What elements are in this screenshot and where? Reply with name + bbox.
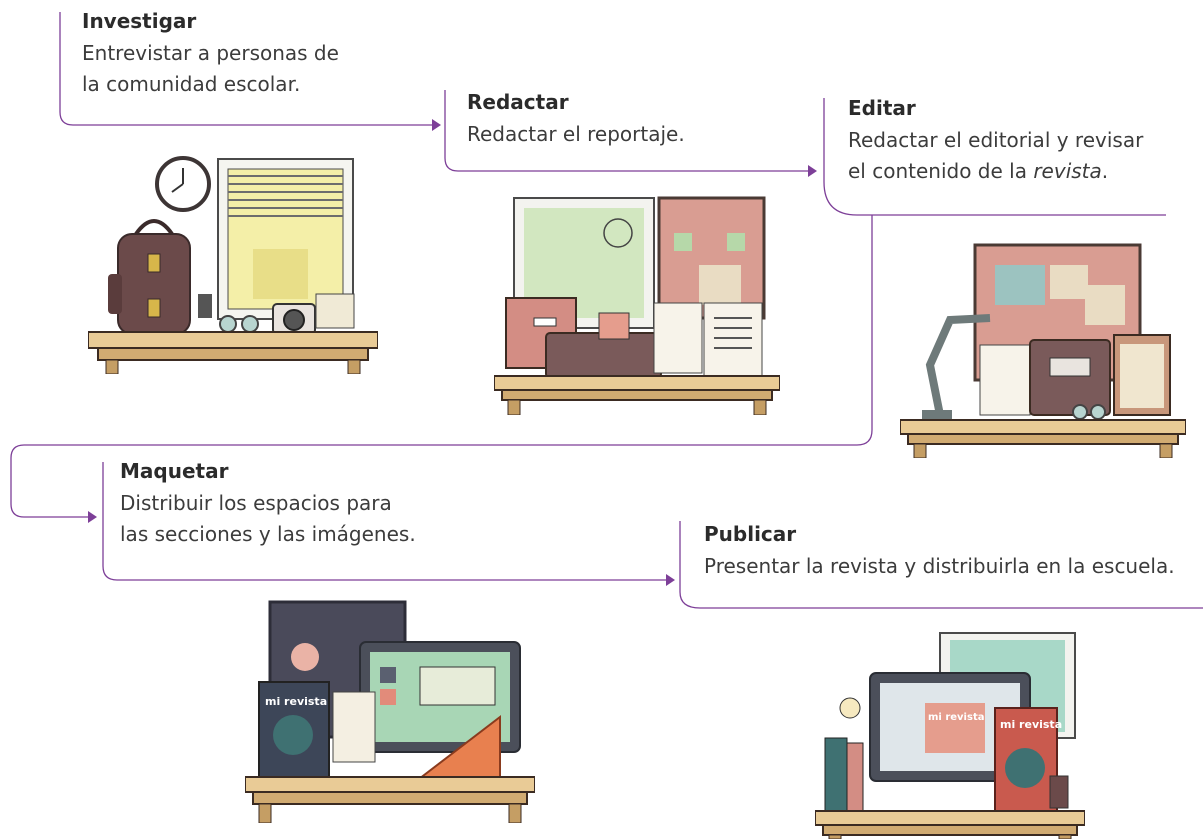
step-description: Distribuir los espacios para las seccion… <box>120 491 416 546</box>
step-title: Investigar <box>82 9 197 33</box>
step-description: Redactar el editorial y revisar el conte… <box>848 128 1144 183</box>
step-description: Entrevistar a personas de la comunidad e… <box>82 41 339 96</box>
illustration-editar <box>900 243 1186 458</box>
step-redactar: Redactar Redactar el reportaje. <box>467 89 685 150</box>
step-publicar: Publicar Presentar la revista y distribu… <box>704 521 1175 582</box>
step-description: Presentar la revista y distribuirla en l… <box>704 554 1175 578</box>
arrow-2 <box>808 165 817 177</box>
step-title: Editar <box>848 96 916 120</box>
illustration-publicar: mi revista mi revista <box>815 632 1085 839</box>
arrow-3 <box>88 511 97 523</box>
step-title: Redactar <box>467 90 569 114</box>
magazine-cover-title: mi revista <box>1000 718 1062 731</box>
step-investigar: Investigar Entrevistar a personas de la … <box>82 8 339 100</box>
connector-5 <box>679 521 1203 609</box>
illustration-maquetar: mi revista <box>245 600 535 823</box>
connector-3b <box>10 215 873 518</box>
step-editar: Editar Redactar el editorial y revisar e… <box>848 95 1143 187</box>
step-title: Maquetar <box>120 459 229 483</box>
illustration-redactar <box>494 196 780 415</box>
connector-4 <box>102 462 666 581</box>
connector-1 <box>59 12 432 126</box>
connector-3 <box>823 98 1166 216</box>
screen-magazine-title: mi revista <box>928 712 984 723</box>
connector-2 <box>444 90 808 172</box>
arrow-4 <box>666 574 675 586</box>
illustration-investigar <box>88 156 378 374</box>
arrow-1 <box>432 119 441 131</box>
step-title: Publicar <box>704 522 797 546</box>
step-description: Redactar el reportaje. <box>467 122 685 146</box>
step-maquetar: Maquetar Distribuir los espacios para la… <box>120 458 416 550</box>
magazine-title: mi revista <box>265 695 327 708</box>
